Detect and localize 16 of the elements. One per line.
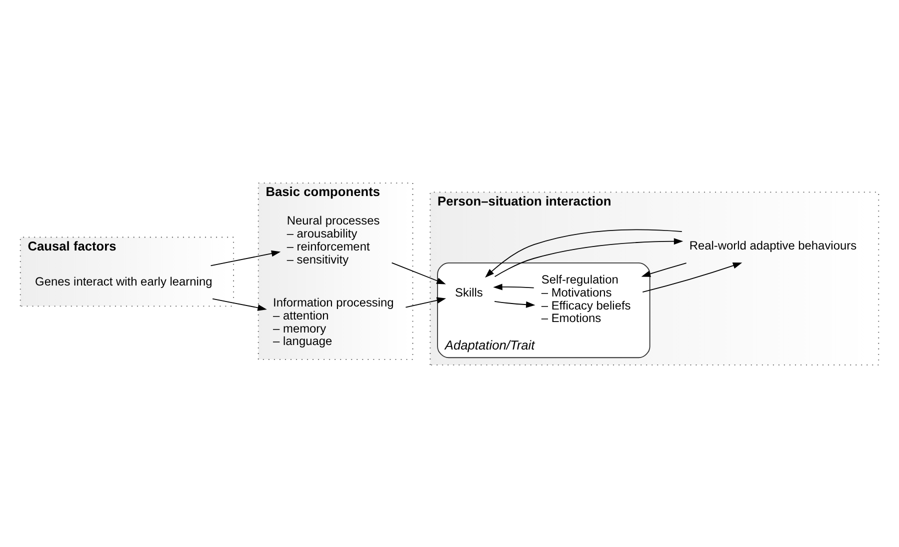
node-text: Information processing – attention – memory – language — [273, 295, 394, 348]
node-text: Genes interact with early learning — [35, 274, 212, 288]
node-text: Neural processes – arousability – reinforcement – sensitivity — [286, 213, 380, 266]
node-text: Self-regulation – Motivations – Efficacy beliefs – Emotions — [541, 272, 631, 325]
arrow — [494, 238, 684, 277]
node-text: Real-world adaptive behaviours — [689, 238, 857, 252]
arrow — [212, 298, 267, 310]
arrow — [494, 300, 536, 308]
arrow — [485, 228, 682, 278]
arrow — [210, 250, 281, 266]
arrow — [493, 283, 534, 290]
arrow — [642, 262, 742, 292]
node-text: Skills — [455, 284, 483, 299]
arrow — [391, 262, 446, 284]
arrow — [641, 262, 687, 276]
arrow — [405, 296, 446, 308]
